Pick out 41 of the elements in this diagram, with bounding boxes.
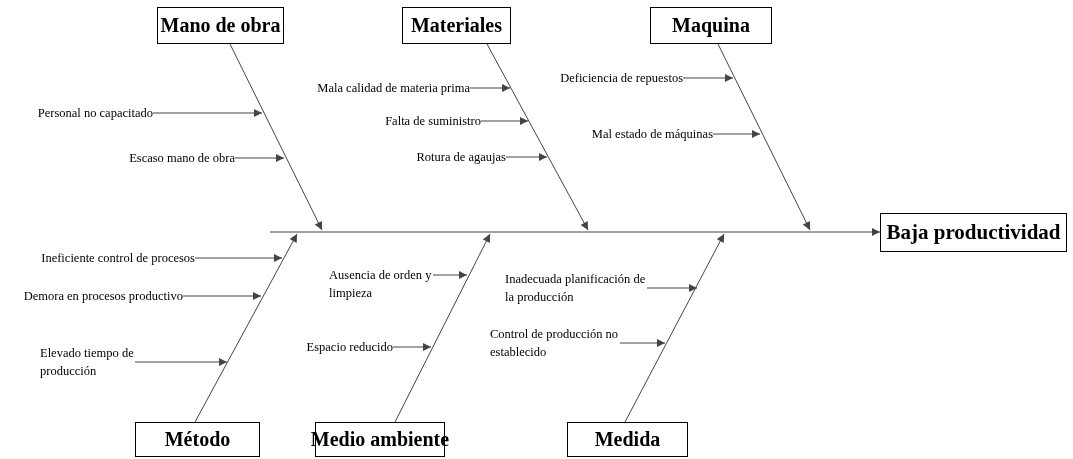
arrow (712, 130, 761, 138)
bone-arrow (269, 228, 881, 236)
arrow (646, 284, 698, 292)
bone-arrow (229, 43, 323, 231)
cause-text: Mal estado de máquinas (591, 125, 713, 143)
arrow (432, 271, 468, 279)
arrow (134, 358, 228, 366)
bone-arrow (624, 233, 725, 423)
cause-text: Demora en procesos productivo (23, 287, 183, 305)
arrow (480, 117, 529, 125)
cause-text: Espacio reducido (306, 338, 393, 356)
cause-text: Deficiencia de repuestos (560, 69, 683, 87)
category-box: Medida (567, 422, 688, 457)
effect-box: Baja productividad (880, 213, 1067, 252)
cause-text: Escaso mano de obra (129, 149, 235, 167)
cause-text: Inadecuada planificación de la producción (505, 270, 647, 306)
arrow (182, 292, 262, 300)
cause-text: Falta de suministro (385, 112, 481, 130)
bone-arrow (394, 233, 491, 423)
cause-text: Ineficiente control de procesos (41, 249, 195, 267)
cause-text: Ausencia de orden y limpieza (329, 266, 433, 302)
category-box: Materiales (402, 7, 511, 44)
bone-arrow (717, 43, 811, 231)
arrow (152, 109, 263, 117)
arrow (392, 343, 432, 351)
category-box: Mano de obra (157, 7, 284, 44)
arrow (505, 153, 548, 161)
bone-arrow (194, 233, 298, 423)
category-box: Método (135, 422, 260, 457)
cause-text: Rotura de agaujas (416, 148, 506, 166)
cause-text: Elevado tiempo de producción (40, 344, 135, 380)
arrow (619, 339, 666, 347)
arrow (234, 154, 285, 162)
arrow (194, 254, 283, 262)
cause-text: Mala calidad de materia prima (317, 79, 470, 97)
arrow (682, 74, 734, 82)
cause-text: Personal no capacitado (37, 104, 153, 122)
bone-arrow (486, 43, 589, 231)
cause-text: Control de producción no establecido (490, 325, 620, 361)
arrow (469, 84, 511, 92)
category-box: Maquina (650, 7, 772, 44)
